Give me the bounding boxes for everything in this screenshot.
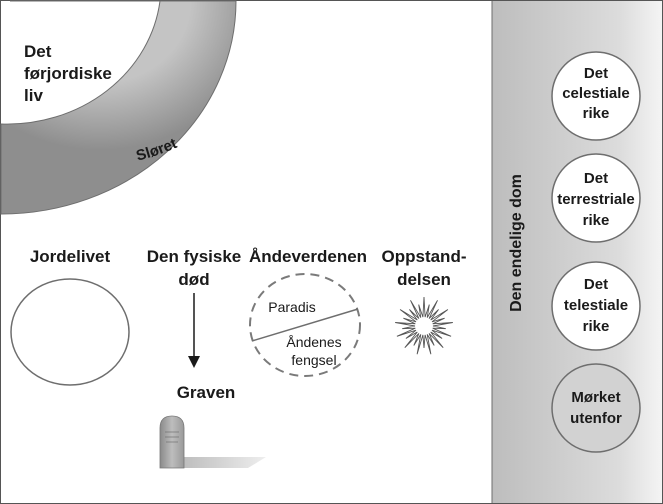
spirit-world-label: Åndeverdenen [249,247,367,266]
terrestrial-label-1: Det [584,170,608,187]
final-judgment-label: Den endelige dom [508,174,525,312]
celestial-label-1: Det [584,65,608,82]
terrestrial-kingdom-circle [551,153,641,243]
spirit-prison-label-2: fengsel [291,352,336,368]
celestial-label-3: rike [583,105,610,122]
spirit-prison-label-1: Åndenes [286,334,341,350]
paradise-label: Paradis [268,299,315,315]
terrestrial-label-3: rike [583,212,610,229]
outer-darkness: Mørket utenfor [551,363,641,453]
mortal-life-circle [10,278,130,386]
resurrection-label-2: delsen [397,270,451,289]
telestial-label-1: Det [584,276,608,293]
terrestrial-kingdom: Det terrestriale rike [551,153,641,243]
physical-death-label-1: Den fysiske [147,247,242,266]
telestial-kingdom-circle [551,261,641,351]
spirit-world-divider [251,308,359,342]
telestial-label-3: rike [583,318,610,335]
mortal-life-label: Jordelivet [30,247,111,266]
outer-darkness-label-2: utenfor [570,410,622,427]
celestial-label-2: celestiale [562,85,630,102]
headstone-icon [159,415,266,469]
premortal-life-label-3: liv [24,86,43,105]
celestial-kingdom: Det celestiale rike [551,51,641,141]
telestial-label-2: telestiale [564,297,628,314]
terrestrial-label-2: terrestriale [557,191,635,208]
celestial-kingdom-circle [551,51,641,141]
premortal-life-label-2: førjordiske [24,64,112,83]
veil-arc [0,0,237,215]
grave-label: Graven [177,383,236,402]
resurrection-label-1: Oppstand- [382,247,467,266]
premortal-life-label-1: Det [24,42,52,61]
starburst-icon [395,296,453,355]
physical-death-label-2: død [178,270,209,289]
telestial-kingdom: Det telestiale rike [551,261,641,351]
outer-darkness-label-1: Mørket [571,389,620,406]
outer-darkness-circle [551,363,641,453]
